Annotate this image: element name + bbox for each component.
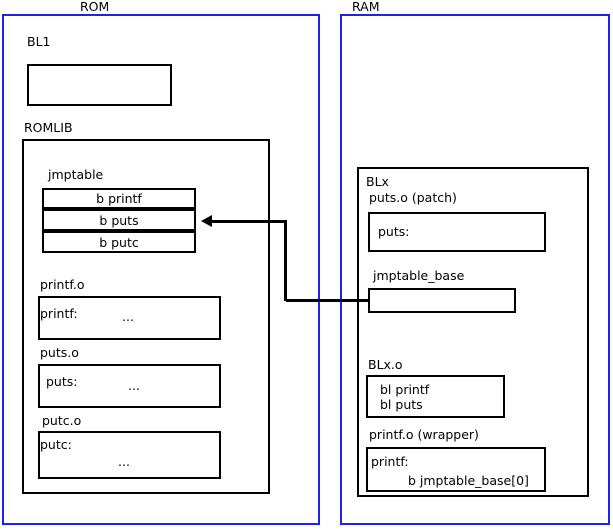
- jmptable-row-b-printf: b printf: [42, 188, 196, 209]
- blx-o-line1: bl printf: [380, 382, 430, 397]
- jmptable-row-b-putc: b putc: [42, 231, 196, 253]
- printf-wrapper-box: [366, 447, 546, 492]
- jmptable-base-box: [368, 288, 516, 313]
- bl1-label: BL1: [27, 34, 51, 49]
- printf-wrapper-instruction: b jmptable_base[0]: [408, 473, 529, 488]
- rom-putc-o-box: [38, 431, 221, 479]
- blx-label: BLx: [366, 174, 389, 189]
- rom-puts-body: ...: [128, 378, 140, 393]
- rom-printf-o-label: printf.o: [40, 277, 85, 292]
- romlib-label: ROMLIB: [24, 120, 73, 135]
- connector-arrowhead-icon: [201, 215, 212, 227]
- ram-puts-patch-box: [368, 212, 546, 252]
- rom-printf-body: ...: [122, 309, 134, 324]
- rom-putc-o-label: putc.o: [42, 413, 82, 428]
- rom-puts-o-box: [38, 364, 221, 408]
- jmptable-row-b-puts: b puts: [42, 209, 196, 231]
- ram-region-label: RAM: [352, 0, 380, 14]
- bl1-box: [27, 64, 172, 106]
- blx-o-box: [366, 375, 505, 418]
- blx-o-label: BLx.o: [368, 357, 403, 372]
- jmptable-base-label: jmptable_base: [373, 268, 465, 283]
- rom-putc-symbol: putc:: [40, 437, 72, 452]
- rom-puts-symbol: puts:: [46, 374, 78, 389]
- printf-wrapper-label: printf.o (wrapper): [369, 427, 479, 442]
- connector-segment-bottom: [286, 299, 368, 302]
- connector-segment-top: [210, 220, 286, 223]
- rom-puts-o-label: puts.o: [40, 345, 79, 360]
- ram-puts-patch-symbol: puts:: [378, 224, 410, 239]
- ram-puts-patch-label: puts.o (patch): [369, 190, 457, 205]
- rom-region-label: ROM: [80, 0, 110, 14]
- connector-segment-vertical: [284, 220, 287, 301]
- blx-o-line2: bl puts: [380, 397, 423, 412]
- rom-printf-o-box: [38, 296, 221, 340]
- jmptable-label: jmptable: [48, 167, 104, 182]
- rom-putc-body: ...: [118, 454, 130, 469]
- rom-printf-symbol: printf:: [40, 306, 78, 321]
- ram-region: [340, 14, 610, 525]
- printf-wrapper-symbol: printf:: [371, 454, 409, 469]
- rom-region: [2, 14, 320, 525]
